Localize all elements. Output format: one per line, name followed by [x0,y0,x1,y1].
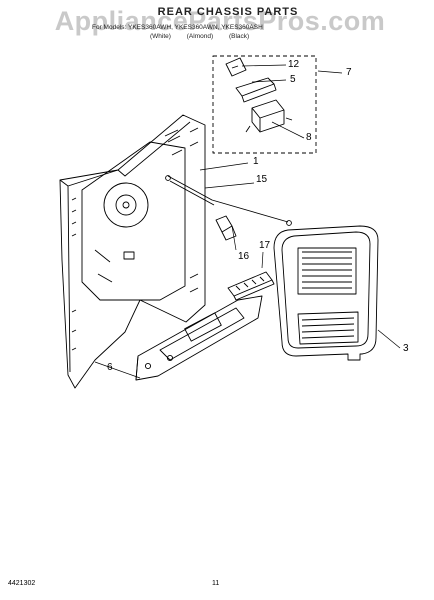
callout-5: 5 [290,74,296,85]
variant-white: (White) [150,33,171,40]
connector-16 [215,215,237,241]
terminal-block [227,271,275,301]
component-group-box [212,55,317,154]
variant-black: (Black) [228,33,250,40]
leader-lines [94,64,401,379]
rear-panel-cover [273,225,379,361]
callout-16: 16 [238,251,250,262]
wire-harness [165,175,292,226]
watermark: AppliancePartsPros.com [54,6,386,36]
callout-3: 3 [403,343,409,354]
callout-1: 1 [253,156,259,167]
rear-chassis-panel [59,114,206,389]
callout-8: 8 [306,132,312,143]
bracket-5 [235,77,277,103]
color-variants: (White) (Almond) (Black) [150,33,340,40]
relay-8 [245,99,293,133]
variant-almond: (Almond) [186,33,214,40]
diagram-title: REAR CHASSIS PARTS [157,6,299,18]
page-number: 11 [212,580,220,587]
callout-6: 6 [107,362,113,373]
model-list: For Models: YKES360AWH, YKES360AWN, YKES… [92,24,263,31]
kick-plate [135,295,263,381]
callout-15: 15 [256,174,268,185]
callout-7: 7 [346,67,352,78]
callout-17: 17 [259,240,271,251]
switch-12 [225,57,247,77]
callout-12: 12 [288,59,300,70]
document-number: 4421302 [8,580,36,587]
